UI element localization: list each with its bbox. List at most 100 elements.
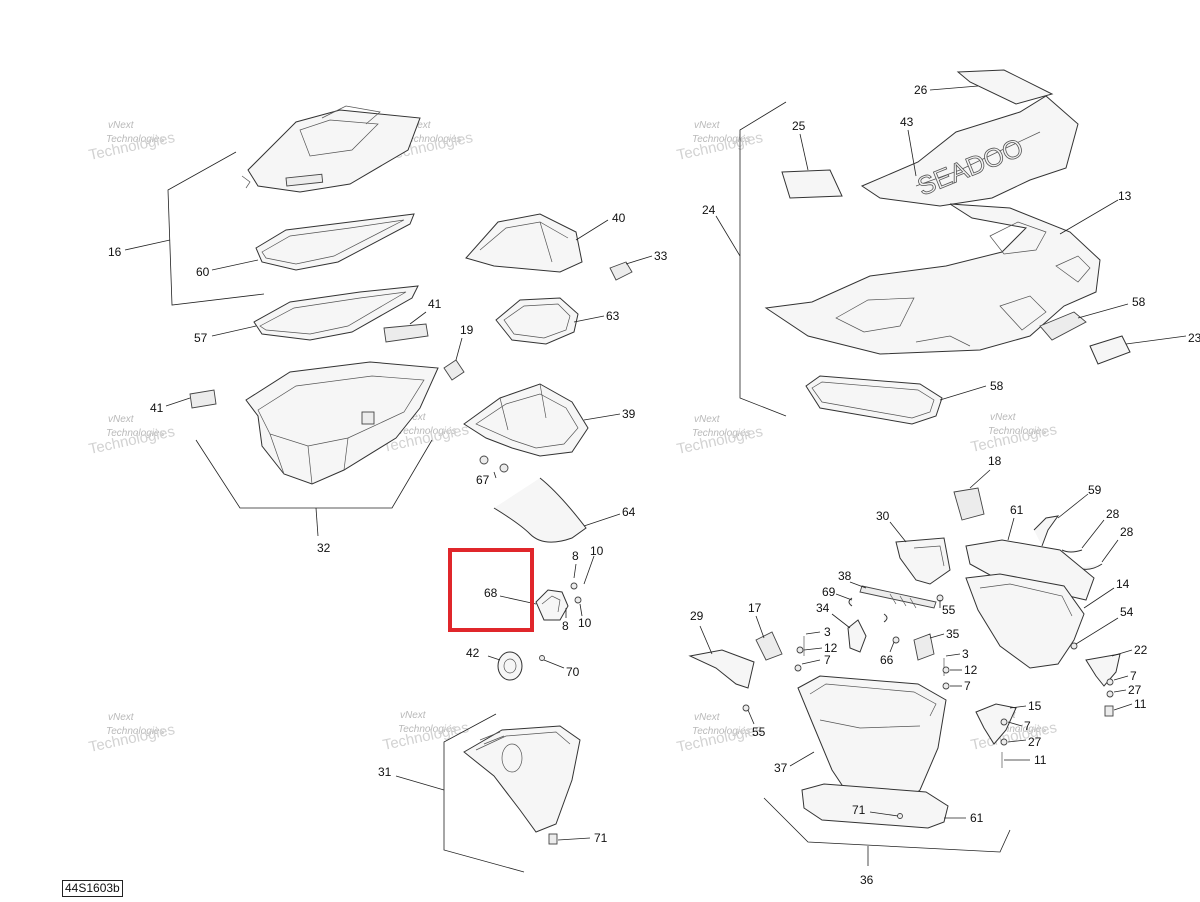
callout-69[interactable]: 69 xyxy=(822,585,836,599)
gasket-60[interactable] xyxy=(255,213,415,271)
bracket-15[interactable] xyxy=(975,703,1017,745)
gasket-61-upper[interactable] xyxy=(965,539,1095,601)
callout-68[interactable]: 68 xyxy=(484,586,498,600)
callout-8-bottom[interactable]: 8 xyxy=(562,619,569,633)
screw-66[interactable] xyxy=(892,636,900,644)
storage-bin[interactable] xyxy=(245,361,439,485)
washer-27-bracket[interactable] xyxy=(1106,690,1114,698)
callout-3-right[interactable]: 3 xyxy=(962,647,969,661)
callout-18[interactable]: 18 xyxy=(988,454,1002,468)
callout-63[interactable]: 63 xyxy=(606,309,620,323)
callout-12-right[interactable]: 12 xyxy=(964,663,978,677)
washer-27-lower[interactable] xyxy=(1000,738,1008,746)
washer-12-right[interactable] xyxy=(942,666,950,674)
callout-15[interactable]: 15 xyxy=(1028,699,1042,713)
callout-3-left[interactable]: 3 xyxy=(824,625,831,639)
callout-67[interactable]: 67 xyxy=(476,473,490,487)
callout-13[interactable]: 13 xyxy=(1118,189,1132,203)
screw-67[interactable] xyxy=(479,455,489,465)
latch-41-upper[interactable] xyxy=(383,323,429,343)
callout-27-bracket[interactable]: 27 xyxy=(1128,683,1142,697)
screw-54[interactable] xyxy=(1070,642,1078,650)
bracket-22[interactable] xyxy=(1085,653,1121,687)
callout-42[interactable]: 42 xyxy=(466,646,480,660)
callout-55-lower[interactable]: 55 xyxy=(752,725,766,739)
latch-23[interactable] xyxy=(1089,335,1131,365)
callout-57[interactable]: 57 xyxy=(194,331,208,345)
callout-60[interactable]: 60 xyxy=(196,265,210,279)
callout-71-left[interactable]: 71 xyxy=(594,831,608,845)
callout-61-lower[interactable]: 61 xyxy=(970,811,984,825)
spring-28[interactable] xyxy=(1061,549,1083,553)
callout-7-right[interactable]: 7 xyxy=(964,679,971,693)
callout-54[interactable]: 54 xyxy=(1120,605,1134,619)
pad-25[interactable] xyxy=(781,169,843,199)
nut-7-lower[interactable] xyxy=(1000,718,1008,726)
callout-34[interactable]: 34 xyxy=(816,601,830,615)
latch-41-lower[interactable] xyxy=(189,389,217,409)
callout-10-bottom[interactable]: 10 xyxy=(578,616,592,630)
callout-23[interactable]: 23 xyxy=(1188,331,1200,345)
tub-37[interactable] xyxy=(797,675,947,811)
callout-70[interactable]: 70 xyxy=(566,665,580,679)
callout-28-lower[interactable]: 28 xyxy=(1120,525,1134,539)
knob-42[interactable] xyxy=(497,651,523,681)
callout-64[interactable]: 64 xyxy=(622,505,636,519)
handle-59[interactable] xyxy=(1033,515,1060,547)
callout-10-top[interactable]: 10 xyxy=(590,544,604,558)
callout-39[interactable]: 39 xyxy=(622,407,636,421)
callout-24[interactable]: 24 xyxy=(702,203,716,217)
callout-66[interactable]: 66 xyxy=(880,653,894,667)
bracket-17[interactable] xyxy=(755,631,783,661)
latch-19[interactable] xyxy=(443,359,465,381)
bracket-29[interactable] xyxy=(688,649,755,689)
housing-40[interactable] xyxy=(465,213,583,273)
callout-41-upper[interactable]: 41 xyxy=(428,297,442,311)
bolt-11-bracket[interactable] xyxy=(1104,705,1114,717)
callout-61-upper[interactable]: 61 xyxy=(1010,503,1024,517)
callout-7-bracket[interactable]: 7 xyxy=(1130,669,1137,683)
pad-26[interactable] xyxy=(956,69,1054,105)
plug-71[interactable] xyxy=(897,813,903,819)
latch-18[interactable] xyxy=(953,487,985,521)
callout-31[interactable]: 31 xyxy=(378,765,392,779)
callout-11-lower[interactable]: 11 xyxy=(1034,753,1047,767)
wire-64[interactable] xyxy=(493,477,587,543)
callout-58-lower[interactable]: 58 xyxy=(990,379,1004,393)
actuator-68[interactable] xyxy=(535,589,569,621)
callout-26[interactable]: 26 xyxy=(914,83,928,97)
callout-41-lower[interactable]: 41 xyxy=(150,401,164,415)
callout-25[interactable]: 25 xyxy=(792,119,806,133)
gasket-61-lower[interactable] xyxy=(801,783,949,829)
callout-35[interactable]: 35 xyxy=(946,627,960,641)
callout-11-bracket[interactable]: 11 xyxy=(1134,697,1147,711)
callout-14[interactable]: 14 xyxy=(1116,577,1130,591)
clip-69b[interactable] xyxy=(883,613,888,623)
callout-22[interactable]: 22 xyxy=(1134,643,1148,657)
callout-7-lower[interactable]: 7 xyxy=(1024,719,1031,733)
callout-71-right[interactable]: 71 xyxy=(852,803,866,817)
gasket-63[interactable] xyxy=(495,297,579,345)
bracket-35[interactable] xyxy=(913,633,935,661)
callout-32[interactable]: 32 xyxy=(317,541,331,555)
bracket-34[interactable] xyxy=(847,619,867,653)
screw-67[interactable] xyxy=(499,463,509,473)
latch-30[interactable] xyxy=(895,537,951,585)
screw-55-lower[interactable] xyxy=(742,704,750,712)
callout-30[interactable]: 30 xyxy=(876,509,890,523)
callout-55-upper[interactable]: 55 xyxy=(942,603,956,617)
callout-36[interactable]: 36 xyxy=(860,873,874,887)
callout-33[interactable]: 33 xyxy=(654,249,668,263)
gasket-57[interactable] xyxy=(253,285,419,341)
callout-29[interactable]: 29 xyxy=(690,609,704,623)
clip-33[interactable] xyxy=(609,261,633,281)
callout-59[interactable]: 59 xyxy=(1088,483,1102,497)
mat-43[interactable] xyxy=(860,95,1079,207)
trim-58-upper[interactable] xyxy=(1039,311,1087,341)
callout-27-lower[interactable]: 27 xyxy=(1028,735,1042,749)
washer-12-left[interactable] xyxy=(796,646,804,654)
nut-7-right[interactable] xyxy=(942,682,950,690)
rod-38[interactable] xyxy=(859,585,937,609)
callout-17[interactable]: 17 xyxy=(748,601,762,615)
small-bin-31[interactable] xyxy=(463,725,581,833)
